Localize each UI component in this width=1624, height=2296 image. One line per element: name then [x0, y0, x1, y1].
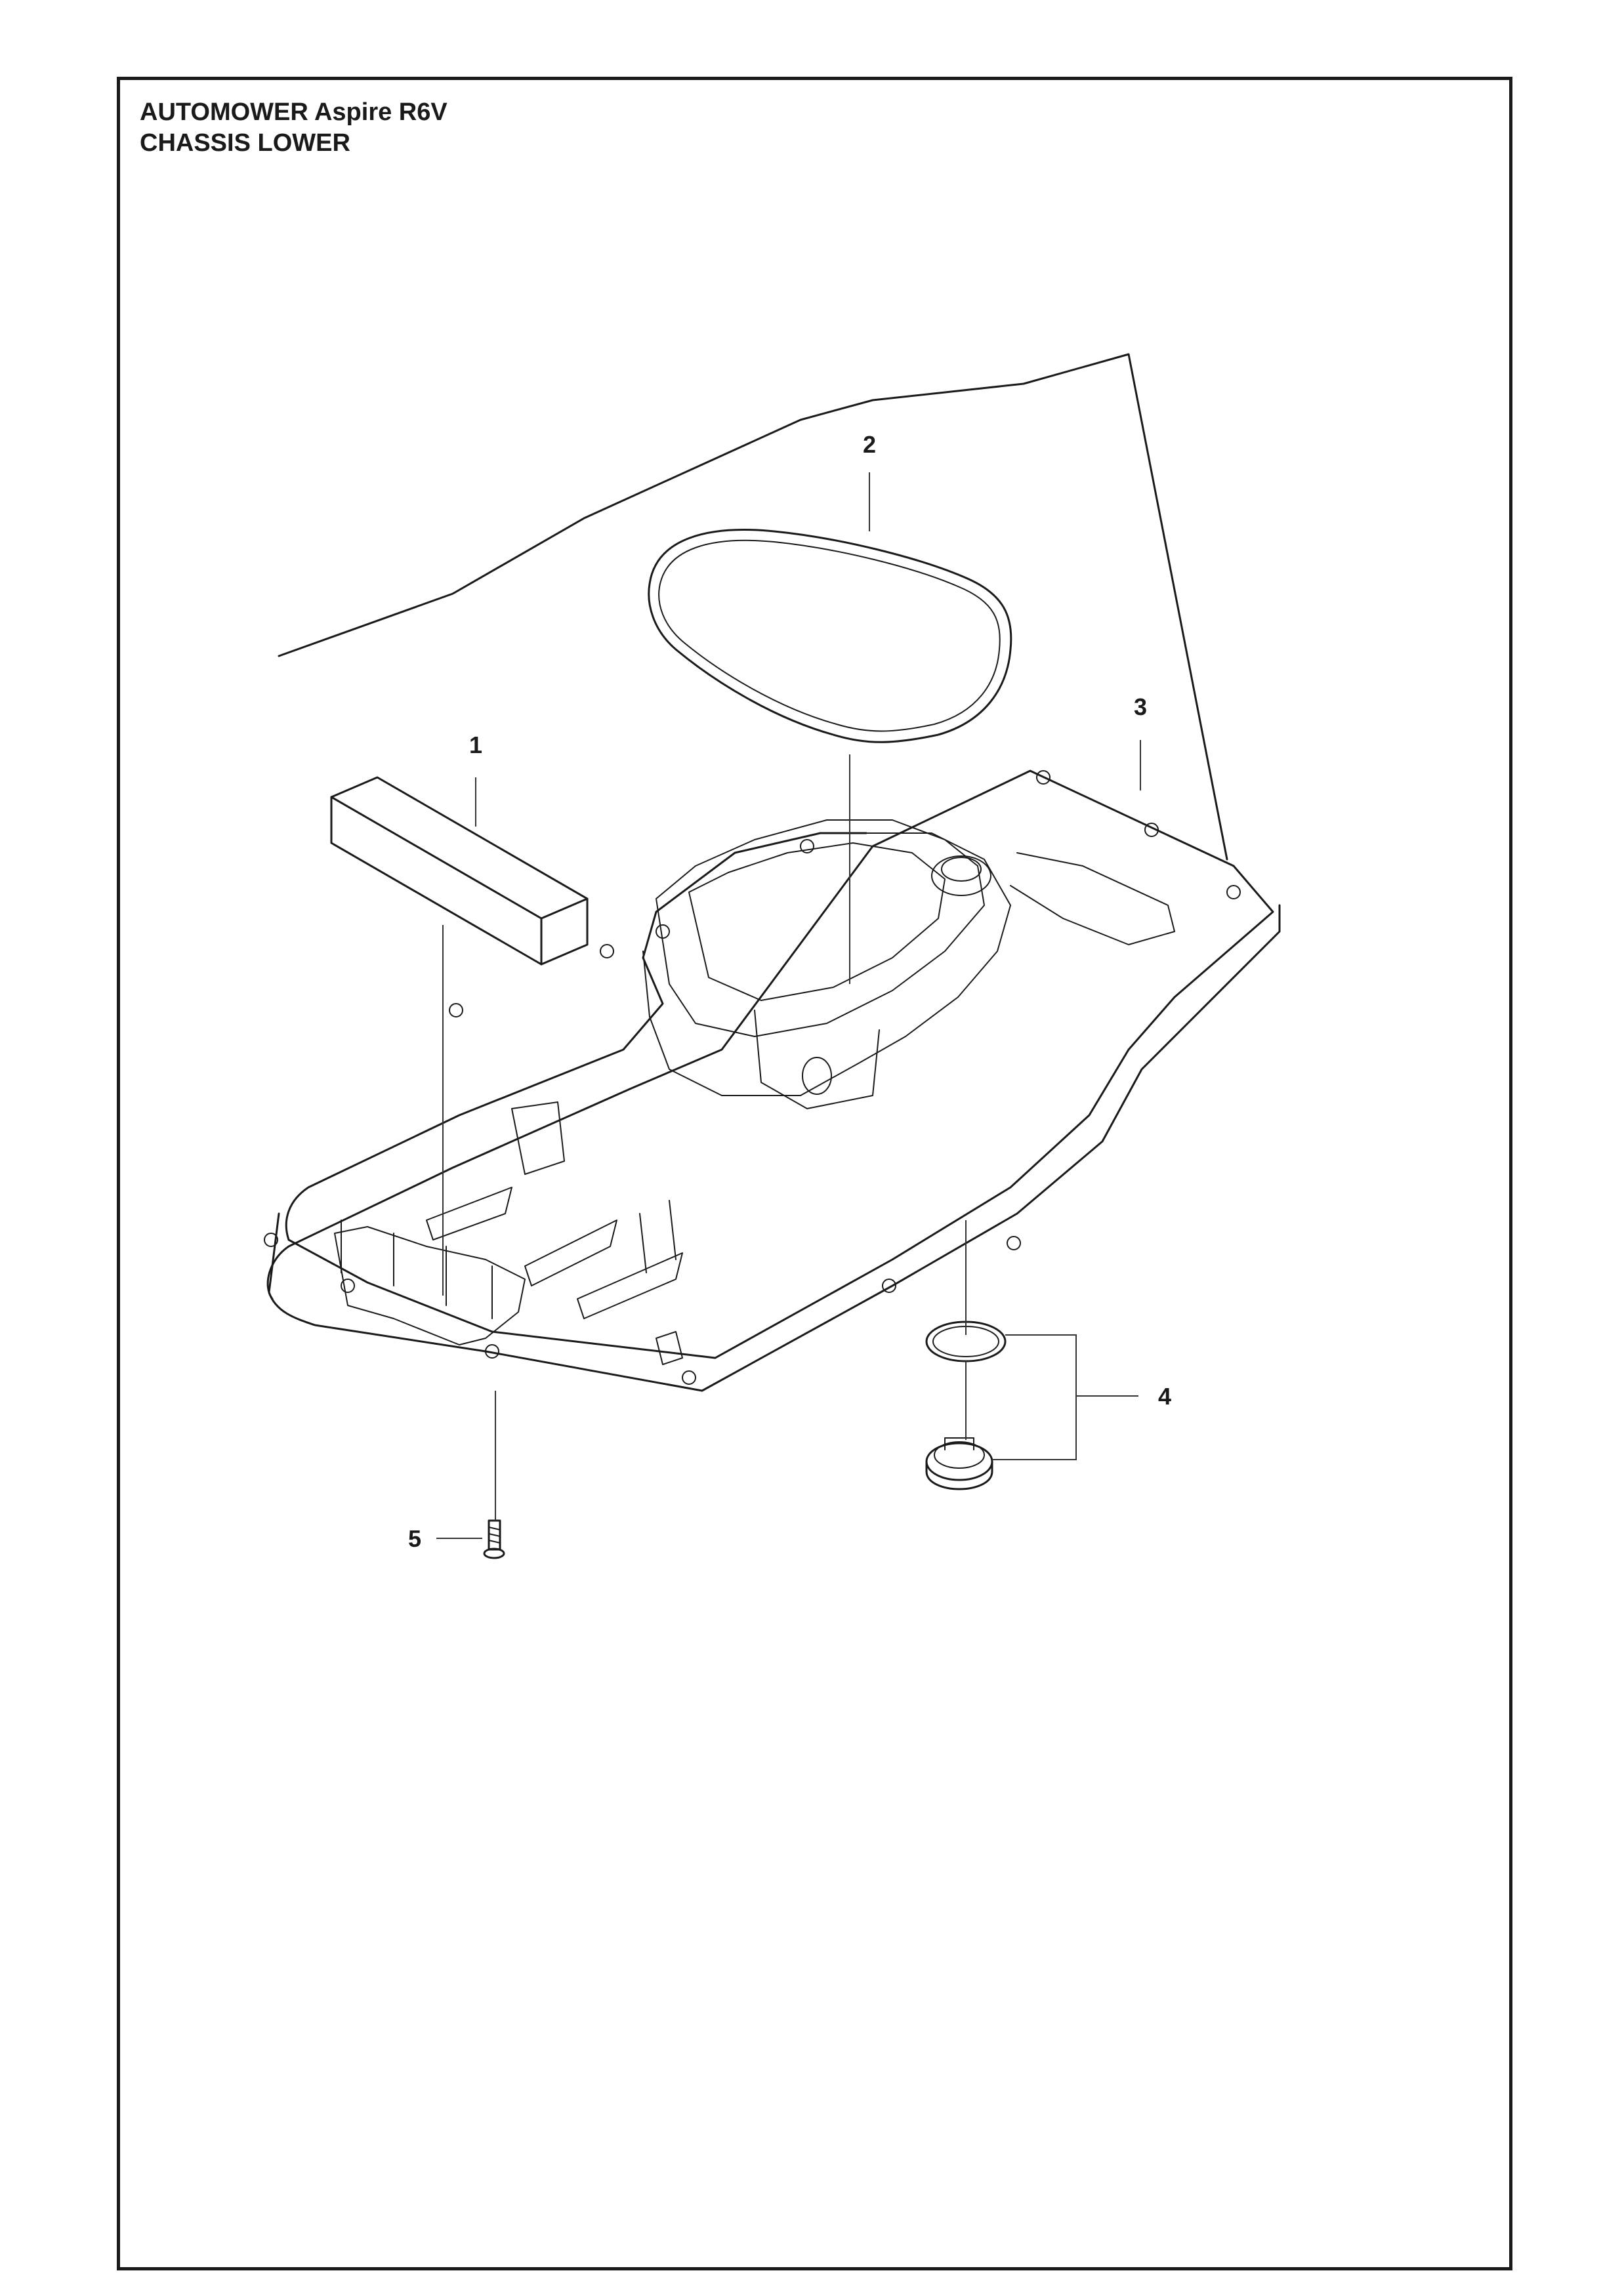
callout-2: 2	[863, 431, 876, 458]
part-1-foam-block	[330, 776, 589, 966]
callout-1: 1	[469, 731, 482, 758]
part-3-chassis-lower	[264, 353, 1281, 1392]
callout-3: 3	[1134, 693, 1147, 720]
drawing-frame: AUTOMOWER Aspire R6V CHASSIS LOWER	[117, 77, 1512, 2270]
part-2-gasket	[648, 529, 1012, 743]
leader-lines	[436, 472, 1141, 1539]
diagram-title: AUTOMOWER Aspire R6V	[140, 98, 448, 126]
callout-4: 4	[1158, 1383, 1171, 1410]
diagram-subtitle: CHASSIS LOWER	[140, 129, 350, 157]
callout-5: 5	[408, 1525, 421, 1552]
part-5-screw	[483, 1519, 505, 1559]
